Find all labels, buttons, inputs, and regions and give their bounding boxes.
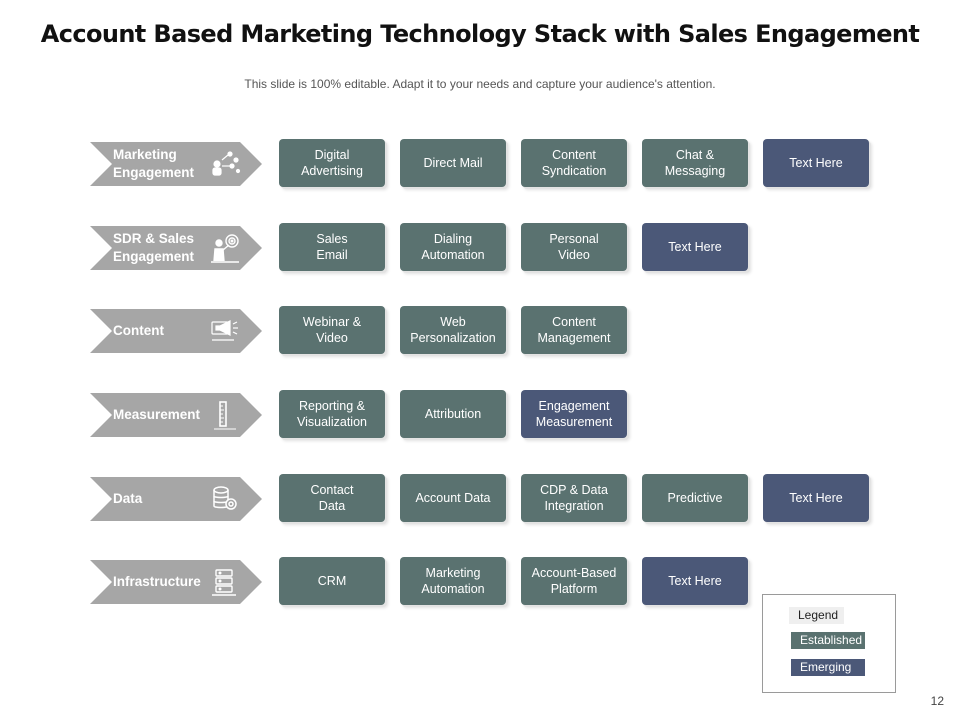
category-label: Infrastructure <box>113 574 201 589</box>
legend: Legend Established Emerging <box>762 594 896 693</box>
slide-title: Account Based Marketing Technology Stack… <box>40 20 920 48</box>
category-chevron <box>90 393 262 437</box>
slide-subtitle: This slide is 100% editable. Adapt it to… <box>244 77 716 91</box>
network-people-icon <box>208 147 242 181</box>
legend-established: Established <box>791 632 865 649</box>
category-chevron <box>90 560 262 604</box>
category-label: Marketing Engagement <box>113 147 195 180</box>
tech-box-established: Account-Based Platform <box>521 557 627 605</box>
category-label: Measurement <box>113 407 201 422</box>
tech-box-established: Webinar & Video <box>279 306 385 354</box>
tech-box-established: Account Data <box>400 474 506 522</box>
tech-box-emerging: Engagement Measurement <box>521 390 627 438</box>
tech-box-established: Contact Data <box>279 474 385 522</box>
page-number: 12 <box>930 694 944 708</box>
category-chevron <box>90 309 262 353</box>
legend-title: Legend <box>789 607 845 624</box>
tech-box-established: Predictive <box>642 474 748 522</box>
megaphone-icon <box>208 314 242 348</box>
tech-box-emerging: Text Here <box>642 223 748 271</box>
tech-box-established: Marketing Automation <box>400 557 506 605</box>
stack-row: Measurement Reporting & Visualization Attr… <box>0 390 960 440</box>
tech-box-established: CRM <box>279 557 385 605</box>
tech-box-emerging: Text Here <box>642 557 748 605</box>
tech-box-established: Attribution <box>400 390 506 438</box>
stack-row: Data Contact Data Account Data CDP & Data I… <box>0 474 960 524</box>
ruler-icon <box>208 398 242 432</box>
category-label: SDR & Sales Engagement <box>113 231 195 264</box>
legend-emerging: Emerging <box>791 659 865 676</box>
tech-box-emerging: Text Here <box>763 139 869 187</box>
tech-box-established: Sales Email <box>279 223 385 271</box>
tech-box-established: Chat & Messaging <box>642 139 748 187</box>
salesperson-target-icon <box>208 231 242 265</box>
stack-row: Marketing Engagement Digital Advertising D… <box>0 139 960 189</box>
stack-row: SDR & Sales Engagement Sales Email Dialing… <box>0 223 960 273</box>
tech-box-emerging: Text Here <box>763 474 869 522</box>
tech-box-established: Personal Video <box>521 223 627 271</box>
tech-box-established: Content Syndication <box>521 139 627 187</box>
tech-box-established: Content Management <box>521 306 627 354</box>
tech-box-established: CDP & Data Integration <box>521 474 627 522</box>
tech-box-established: Digital Advertising <box>279 139 385 187</box>
tech-box-established: Web Personalization <box>400 306 506 354</box>
stack-row: Infrastructure CRM Marketing Automation Acc… <box>0 557 960 607</box>
category-label: Content <box>113 323 164 338</box>
tech-box-established: Direct Mail <box>400 139 506 187</box>
tech-box-established: Reporting & Visualization <box>279 390 385 438</box>
database-gear-icon <box>208 482 242 516</box>
server-stack-icon <box>208 565 242 599</box>
category-label: Data <box>113 491 143 506</box>
tech-box-established: Dialing Automation <box>400 223 506 271</box>
stack-row: Content Webinar & Video Web Personalizatio… <box>0 306 960 356</box>
